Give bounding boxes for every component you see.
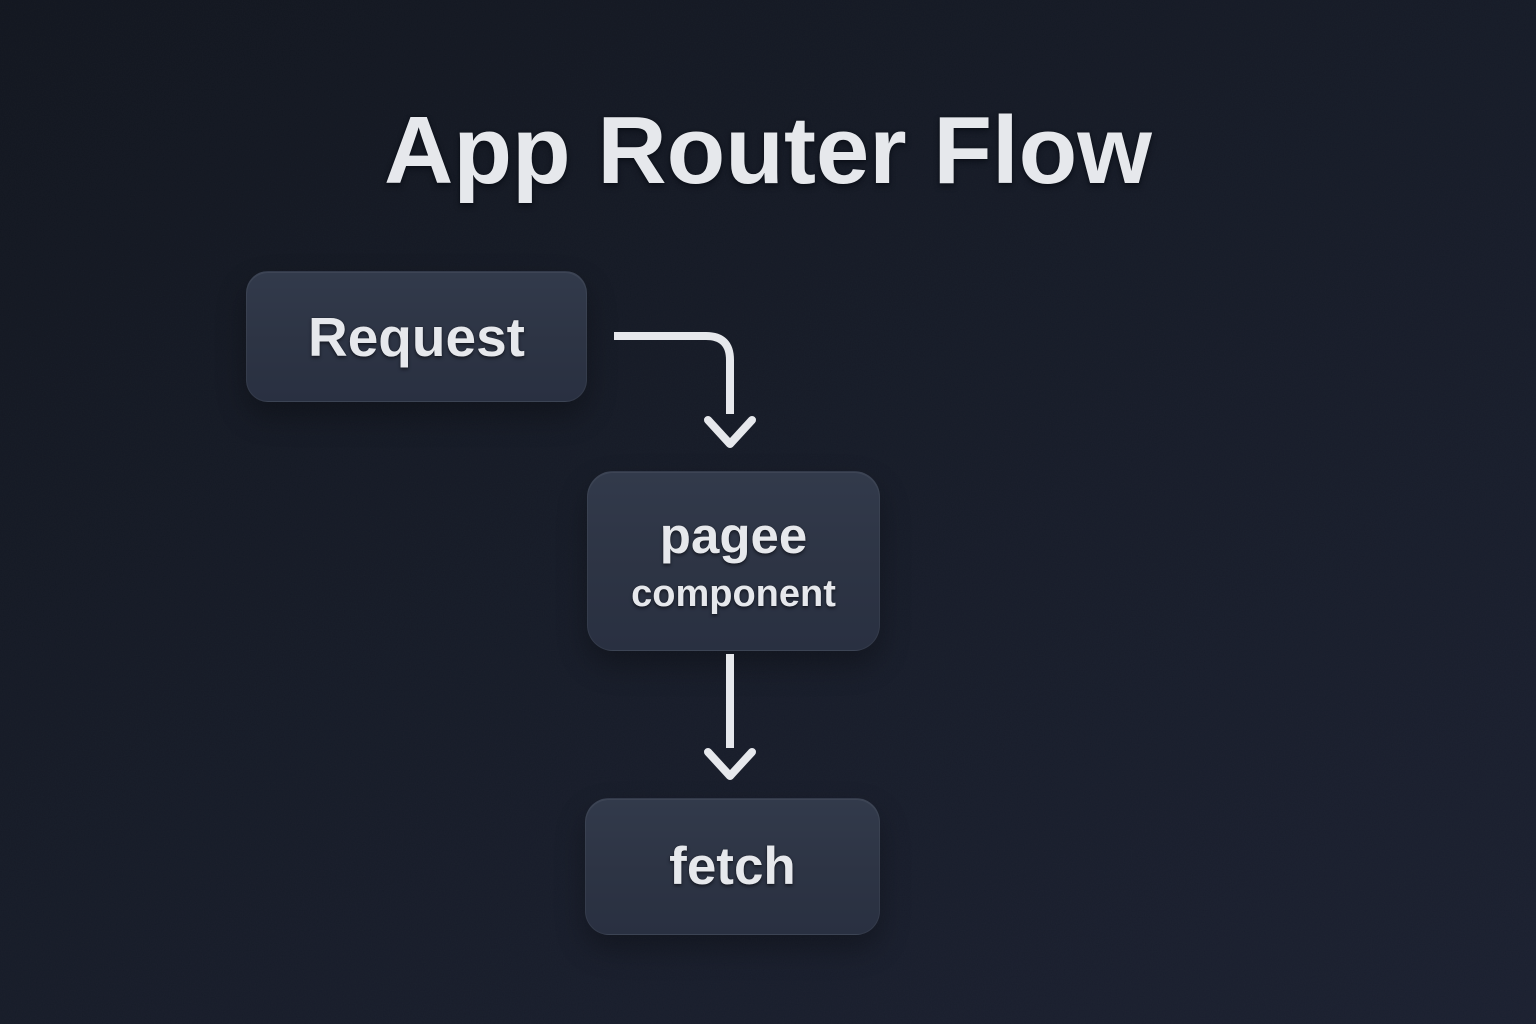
node-page-component: pagee component: [587, 471, 880, 651]
node-fetch-label: fetch: [669, 837, 796, 896]
arrow-page-to-fetch: [704, 654, 756, 780]
node-request: Request: [246, 271, 587, 402]
node-page-subtitle: component: [631, 572, 836, 615]
node-fetch: fetch: [585, 798, 880, 935]
page-title: App Router Flow: [384, 97, 1152, 204]
node-request-label: Request: [308, 305, 525, 368]
arrow-request-to-page: [614, 332, 756, 448]
node-page-title: pagee: [659, 507, 808, 565]
